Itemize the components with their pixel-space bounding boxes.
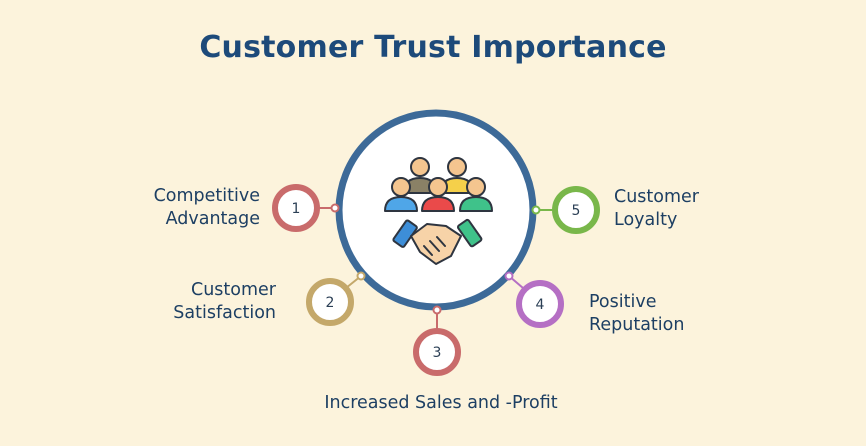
item-4-label: Positive Reputation [589,291,749,337]
item-1-label: Competitive Advantage [100,185,260,231]
item-1-line1: Competitive [153,186,260,206]
item-4-line2: Reputation [589,315,685,335]
item-5-line2: Loyalty [614,210,678,230]
badge-5: 5 [552,186,600,234]
badge-2: 2 [306,278,354,326]
item-4-line1: Positive [589,292,657,312]
item-1-line2: Advantage [165,209,260,229]
team-handshake-icon [384,157,493,265]
badge-1-number: 1 [292,201,301,217]
badge-4: 4 [516,280,564,328]
item-3-label: Increased Sales and -Profit [0,392,866,415]
item-5-line1: Customer [614,187,700,207]
badge-3-number: 3 [433,345,442,361]
item-5-label: Customer Loyalty [614,186,774,232]
badge-2-number: 2 [326,295,335,311]
badge-5-number: 5 [572,203,581,219]
badge-1: 1 [272,184,320,232]
connectors [318,203,553,330]
badge-4-number: 4 [536,297,545,313]
item-2-label: Customer Satisfaction [116,279,276,325]
item-2-line2: Satisfaction [173,303,276,323]
item-3-line1: Increased Sales and -Profit [324,393,558,413]
page-title: Customer Trust Importance [199,30,667,65]
item-2-line1: Customer [190,280,276,300]
badge-3: 3 [413,328,461,376]
